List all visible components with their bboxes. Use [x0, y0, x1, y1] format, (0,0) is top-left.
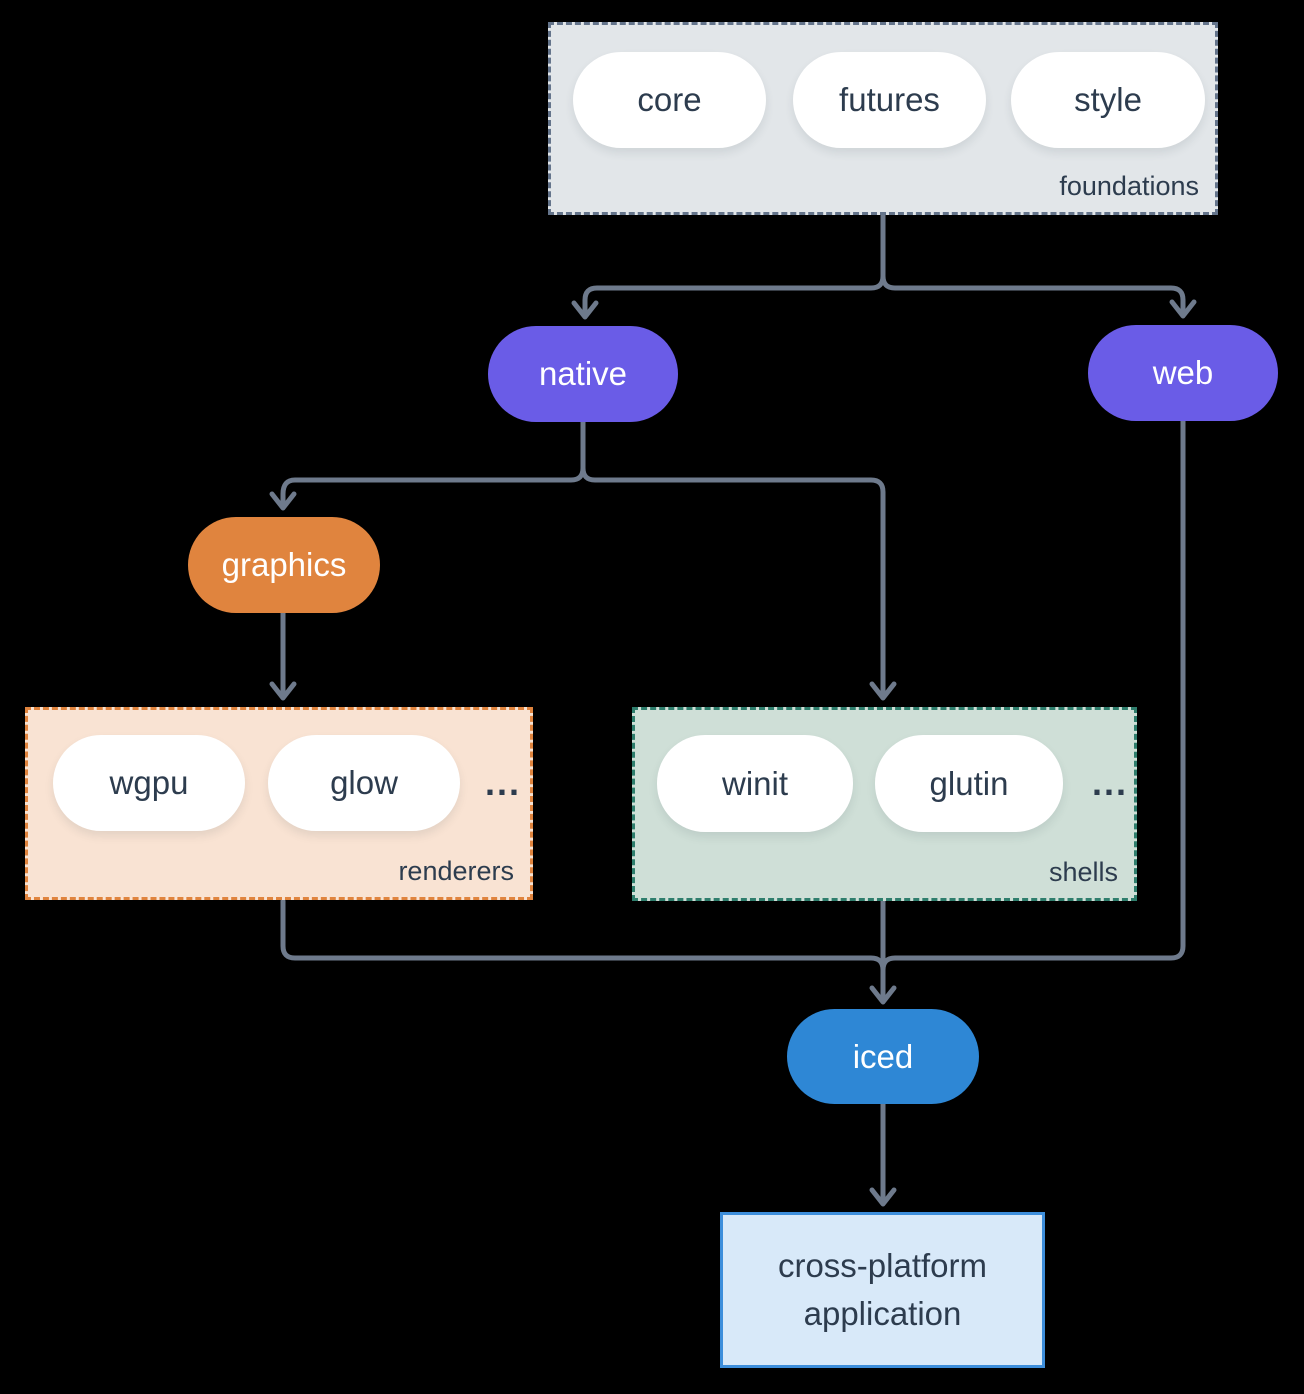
edge-foundations-to-web — [880, 273, 1186, 314]
arrowhead-graphics — [269, 491, 297, 511]
core-pill-label: core — [637, 81, 702, 118]
web-node-label: web — [1152, 354, 1214, 391]
graphics-node-label: graphics — [221, 546, 347, 583]
iced-node: iced — [787, 1009, 979, 1104]
foundations-group-label: foundations — [1059, 171, 1199, 201]
winit-pill: winit — [657, 735, 853, 832]
glow-pill: glow — [268, 735, 460, 831]
foundations-group: core futures style foundations — [548, 22, 1218, 215]
wgpu-pill-label: wgpu — [109, 764, 189, 801]
application-label-line1: cross-platform — [777, 1247, 988, 1284]
winit-pill-label: winit — [721, 764, 789, 802]
web-node: web — [1088, 325, 1278, 421]
futures-pill-label: futures — [839, 81, 940, 118]
edge-native-to-graphics — [280, 419, 586, 506]
iced-node-label: iced — [852, 1037, 914, 1075]
shells-group: winit glutin ... shells — [632, 707, 1137, 901]
edge-foundations-to-native — [582, 212, 886, 315]
arrowhead-iced — [869, 985, 897, 1005]
arrowhead-native — [571, 300, 599, 320]
edge-native-to-shells — [580, 465, 886, 696]
native-node: native — [488, 326, 678, 422]
renderers-group: wgpu glow ... renderers — [25, 707, 533, 900]
style-pill: style — [1011, 52, 1205, 148]
style-pill-label: style — [1074, 81, 1142, 118]
native-node-label: native — [538, 355, 628, 392]
glutin-pill: glutin — [875, 735, 1063, 832]
renderers-ellipsis: ... — [484, 762, 521, 803]
shells-group-label: shells — [1048, 857, 1118, 887]
futures-pill: futures — [793, 52, 986, 148]
cross-platform-application-box: cross-platform application — [720, 1212, 1045, 1368]
renderers-group-label: renderers — [398, 856, 514, 886]
arrowhead-shells — [869, 681, 897, 701]
arrowhead-web — [1169, 299, 1197, 319]
arrowhead-application — [869, 1187, 897, 1207]
graphics-node: graphics — [188, 517, 380, 613]
edge-renderers-to-merge — [280, 898, 886, 973]
glow-pill-label: glow — [330, 764, 398, 801]
glutin-pill-label: glutin — [929, 764, 1009, 802]
shells-ellipsis: ... — [1091, 762, 1128, 803]
wgpu-pill: wgpu — [53, 735, 245, 831]
core-pill: core — [573, 52, 766, 148]
arrowhead-renderers — [269, 681, 297, 701]
application-label-line2: application — [803, 1295, 962, 1332]
